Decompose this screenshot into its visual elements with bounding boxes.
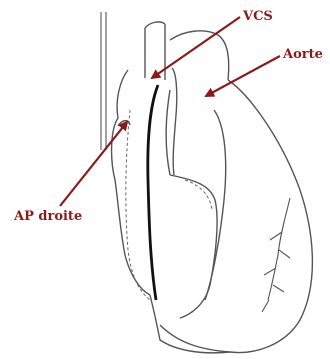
label-ap-droite: AP droite [14,209,82,224]
left-edge-lines [101,12,106,150]
label-arrows [60,17,280,206]
label-vcs: VCS [243,9,273,24]
heart-outline [112,31,313,353]
aorte-arrow [206,56,280,96]
dark-vessel [148,85,158,300]
label-aorte: Aorte [283,47,323,62]
dashed-septum [126,110,212,300]
coronary-branches [262,198,290,312]
